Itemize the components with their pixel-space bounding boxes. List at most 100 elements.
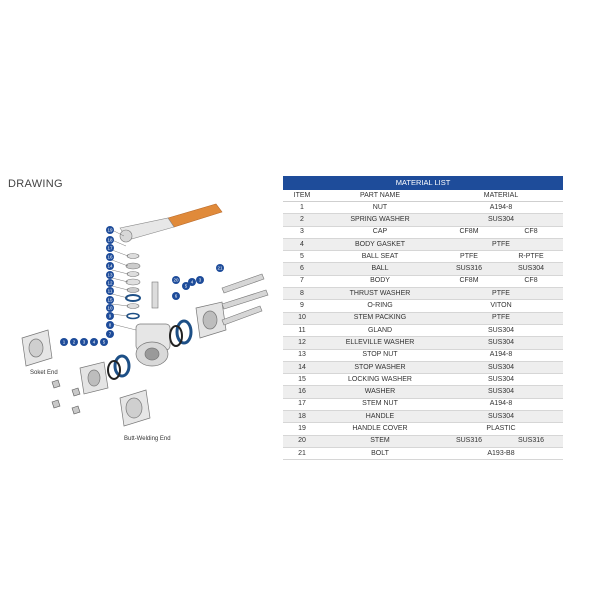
- material-alt-cell: CF8: [499, 275, 563, 289]
- svg-text:3: 3: [83, 340, 86, 345]
- part-name-cell: STEM: [321, 435, 439, 448]
- material-cell: SUS304: [439, 336, 563, 350]
- part-name-cell: STEM NUT: [321, 398, 439, 412]
- callout-21: 21: [216, 264, 224, 272]
- callout-4-left: 4: [90, 338, 98, 346]
- part-name-cell: STOP NUT: [321, 349, 439, 362]
- svg-text:2: 2: [73, 340, 76, 345]
- part-name-cell: THRUST WASHER: [321, 287, 439, 301]
- item-number-cell: 17: [283, 398, 321, 412]
- part-name-cell: HANDLE: [321, 410, 439, 424]
- material-cell: A194-8: [439, 349, 563, 362]
- part-name-cell: O-RING: [321, 299, 439, 313]
- callout-3-left: 3: [80, 338, 88, 346]
- svg-text:4: 4: [191, 280, 194, 285]
- svg-text:18: 18: [107, 238, 113, 243]
- callout-5-left: 5: [100, 338, 108, 346]
- callout-13: 13: [106, 271, 114, 279]
- svg-text:14: 14: [107, 264, 113, 269]
- callout-19: 19: [106, 226, 114, 234]
- gasket-ring-right: [169, 325, 183, 347]
- part-name-cell: BALL SEAT: [321, 250, 439, 264]
- material-alt-cell: SUS304: [499, 262, 563, 276]
- item-number-cell: 2: [283, 213, 321, 227]
- svg-text:10: 10: [107, 306, 113, 311]
- svg-text:19: 19: [107, 228, 113, 233]
- material-cell: CF8M: [439, 226, 499, 239]
- right-cap: [195, 301, 227, 339]
- part-name-cell: BALL: [321, 262, 439, 276]
- stem: [151, 281, 159, 309]
- part-name-cell: WASHER: [321, 385, 439, 399]
- callout-12: 12: [106, 279, 114, 287]
- item-number-cell: 8: [283, 287, 321, 301]
- gasket-ring-left: [107, 360, 121, 380]
- callout-10: 10: [106, 304, 114, 312]
- handle-assembly: [119, 203, 223, 243]
- svg-text:8: 8: [109, 323, 112, 328]
- material-cell: SUS316: [439, 262, 499, 276]
- material-cell: A193-B8: [439, 447, 563, 461]
- callout-16: 16: [106, 253, 114, 261]
- callout-6: 6: [172, 292, 180, 300]
- butt-welding-end: [119, 389, 151, 427]
- item-number-cell: 3: [283, 226, 321, 239]
- callout-1-left: 1: [60, 338, 68, 346]
- item-number-cell: 7: [283, 275, 321, 289]
- item-number-cell: 18: [283, 410, 321, 424]
- svg-text:3: 3: [199, 278, 202, 283]
- svg-text:13: 13: [107, 273, 113, 278]
- item-number-cell: 15: [283, 373, 321, 387]
- material-cell: SUS304: [439, 324, 563, 338]
- item-number-cell: 14: [283, 361, 321, 375]
- material-cell: CF8M: [439, 275, 499, 289]
- callouts: 19 18 17 16 14 13 12 11 15 10 9 8 7 20 6…: [60, 226, 224, 346]
- nuts: [51, 379, 81, 415]
- bolts: [221, 273, 269, 326]
- svg-text:7: 7: [109, 332, 112, 337]
- drawing-heading: DRAWING: [8, 178, 63, 190]
- exploded-valve-drawing: 19 18 17 16 14 13 12 11 15 10 9 8 7 20 6…: [21, 203, 269, 442]
- item-number-cell: 6: [283, 262, 321, 276]
- item-number-cell: 1: [283, 201, 321, 215]
- material-cell: PTFE: [439, 238, 563, 252]
- part-name-cell: HANDLE COVER: [321, 422, 439, 436]
- material-cell: A194-8: [439, 398, 563, 412]
- svg-text:4: 4: [93, 340, 96, 345]
- svg-text:20: 20: [173, 278, 179, 283]
- part-name-cell: BODY: [321, 275, 439, 289]
- svg-text:21: 21: [217, 266, 223, 271]
- material-cell: SUS304: [439, 410, 563, 424]
- material-cell: SUS304: [439, 373, 563, 387]
- header-item: ITEM: [283, 190, 321, 202]
- socket-end: [21, 329, 53, 367]
- material-cell: A194-8: [439, 201, 563, 215]
- part-name-cell: BOLT: [321, 447, 439, 461]
- svg-text:16: 16: [107, 255, 113, 260]
- header-part-name: PART NAME: [321, 190, 439, 202]
- item-number-cell: 12: [283, 336, 321, 350]
- item-number-cell: 4: [283, 238, 321, 252]
- material-alt-cell: CF8: [499, 226, 563, 239]
- svg-text:5: 5: [185, 284, 188, 289]
- item-number-cell: 19: [283, 422, 321, 436]
- ball-seat-ring-right: [175, 319, 193, 345]
- table-header-row: ITEM PART NAME MATERIAL: [283, 190, 563, 202]
- material-alt-cell: SUS316: [499, 435, 563, 448]
- header-material: MATERIAL: [439, 190, 563, 202]
- butt-welding-end-label: Butt-Welding End: [124, 436, 171, 442]
- item-number-cell: 13: [283, 349, 321, 362]
